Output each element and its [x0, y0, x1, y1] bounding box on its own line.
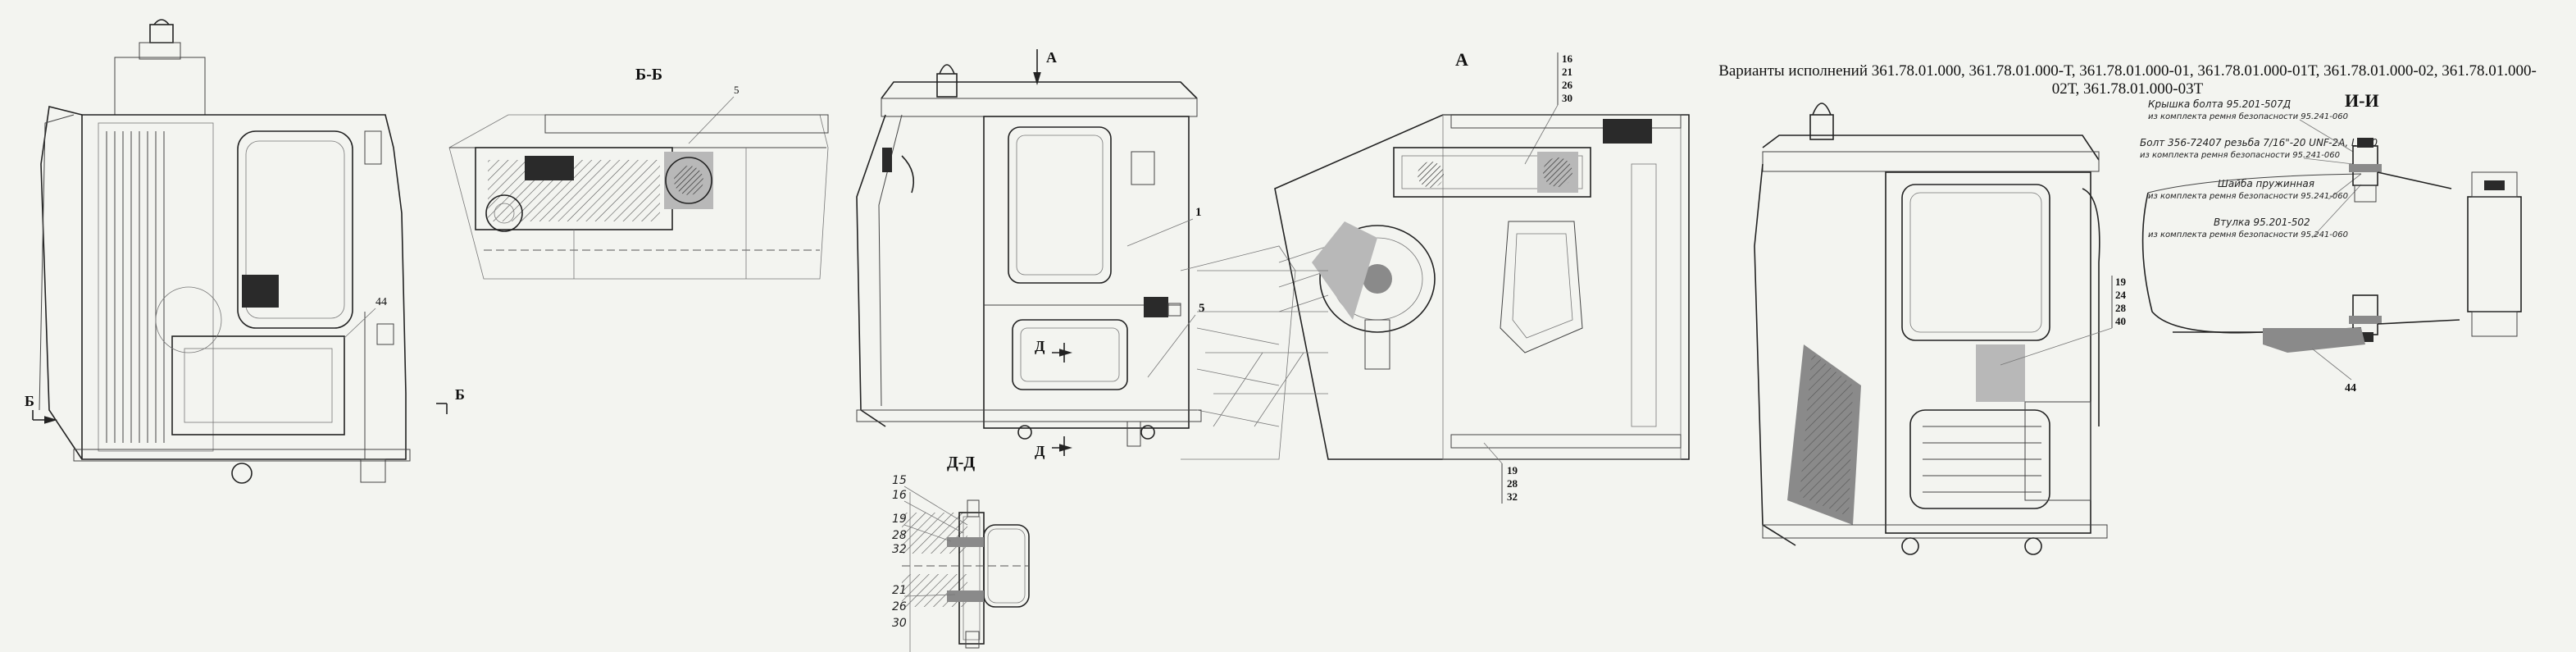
section-bb-view: Б-Б 5 [448, 66, 829, 280]
section-marker-b-right: Б [455, 386, 465, 403]
cab-side-view-right: 19 24 28 40 [1754, 103, 2127, 555]
dd-callout-28: 28 [892, 529, 907, 542]
callout-1: 1 [1195, 206, 1202, 219]
dd-callout-21: 21 [892, 584, 907, 597]
right-callout-19: 19 [2115, 276, 2127, 288]
a-callout-19: 19 [1507, 464, 1518, 476]
section-bb-title: Б-Б [635, 66, 662, 84]
callout-44-right: 44 [2345, 382, 2356, 394]
dd-callout-32: 32 [892, 543, 907, 556]
cab-side-view-middle: А Д Д 1 5 [856, 49, 1329, 460]
dd-callout-26: 26 [892, 600, 907, 613]
a-callout-28: 28 [1507, 477, 1518, 490]
ii-note-4-sub: из комплекта ремня безопасности 95.241-0… [2148, 230, 2348, 239]
ii-note-1-title: Крышка болта 95.201-507Д [2148, 98, 2291, 110]
dd-callout-19: 19 [892, 513, 907, 526]
ii-note-2-sub: из комплекта ремня безопасности 95.241-0… [2140, 150, 2340, 160]
section-dd-title: Д-Д [947, 454, 975, 472]
a-callout-16: 16 [1562, 52, 1573, 65]
section-marker-b-left: Б [25, 393, 34, 409]
cab-side-view-left: Б Б 44 [25, 19, 465, 484]
dd-callout-30: 30 [892, 617, 907, 630]
section-ii-title: И-И [2345, 90, 2379, 111]
callout-44-left: 44 [375, 296, 387, 308]
section-dd-view: Д-Д 15 16 19 28 32 21 26 30 [892, 454, 1030, 652]
ii-note-2-title: Болт 356-72407 резьба 7/16"-20 UNF-2А, L… [2140, 137, 2378, 148]
callout-5-bb: 5 [734, 84, 740, 96]
dd-callout-16: 16 [892, 489, 907, 502]
variants-note: Варианты исполнений 361.78.01.000, 361.7… [1718, 62, 2537, 98]
ii-note-4-title: Втулка 95.201-502 [2214, 217, 2310, 228]
section-marker-d-bottom: Д [1035, 443, 1045, 459]
section-marker-d-top: Д [1035, 338, 1045, 354]
view-a-title: А [1455, 49, 1468, 70]
right-callout-24: 24 [2115, 289, 2127, 301]
a-callout-30: 30 [1562, 92, 1572, 104]
view-a-plan: А 16 21 26 30 [1197, 49, 1690, 504]
ii-note-3-title: Шайба пружинная [2218, 178, 2314, 189]
ii-note-1-sub: из комплекта ремня безопасности 95.241-0… [2148, 112, 2348, 121]
section-ii-view: И-И Крышка болта 95.201-507Д из комплект… [2140, 90, 2522, 394]
callout-5-mid: 5 [1199, 302, 1205, 315]
view-arrow-a: А [1046, 49, 1057, 66]
dd-callout-15: 15 [892, 474, 907, 487]
a-callout-26: 26 [1562, 79, 1573, 91]
ii-note-3-sub: из комплекта ремня безопасности 95.241-0… [2148, 191, 2348, 201]
a-callout-32: 32 [1507, 490, 1518, 503]
a-callout-21: 21 [1562, 66, 1572, 78]
right-callout-40: 40 [2115, 315, 2126, 327]
right-callout-28: 28 [2115, 302, 2127, 314]
